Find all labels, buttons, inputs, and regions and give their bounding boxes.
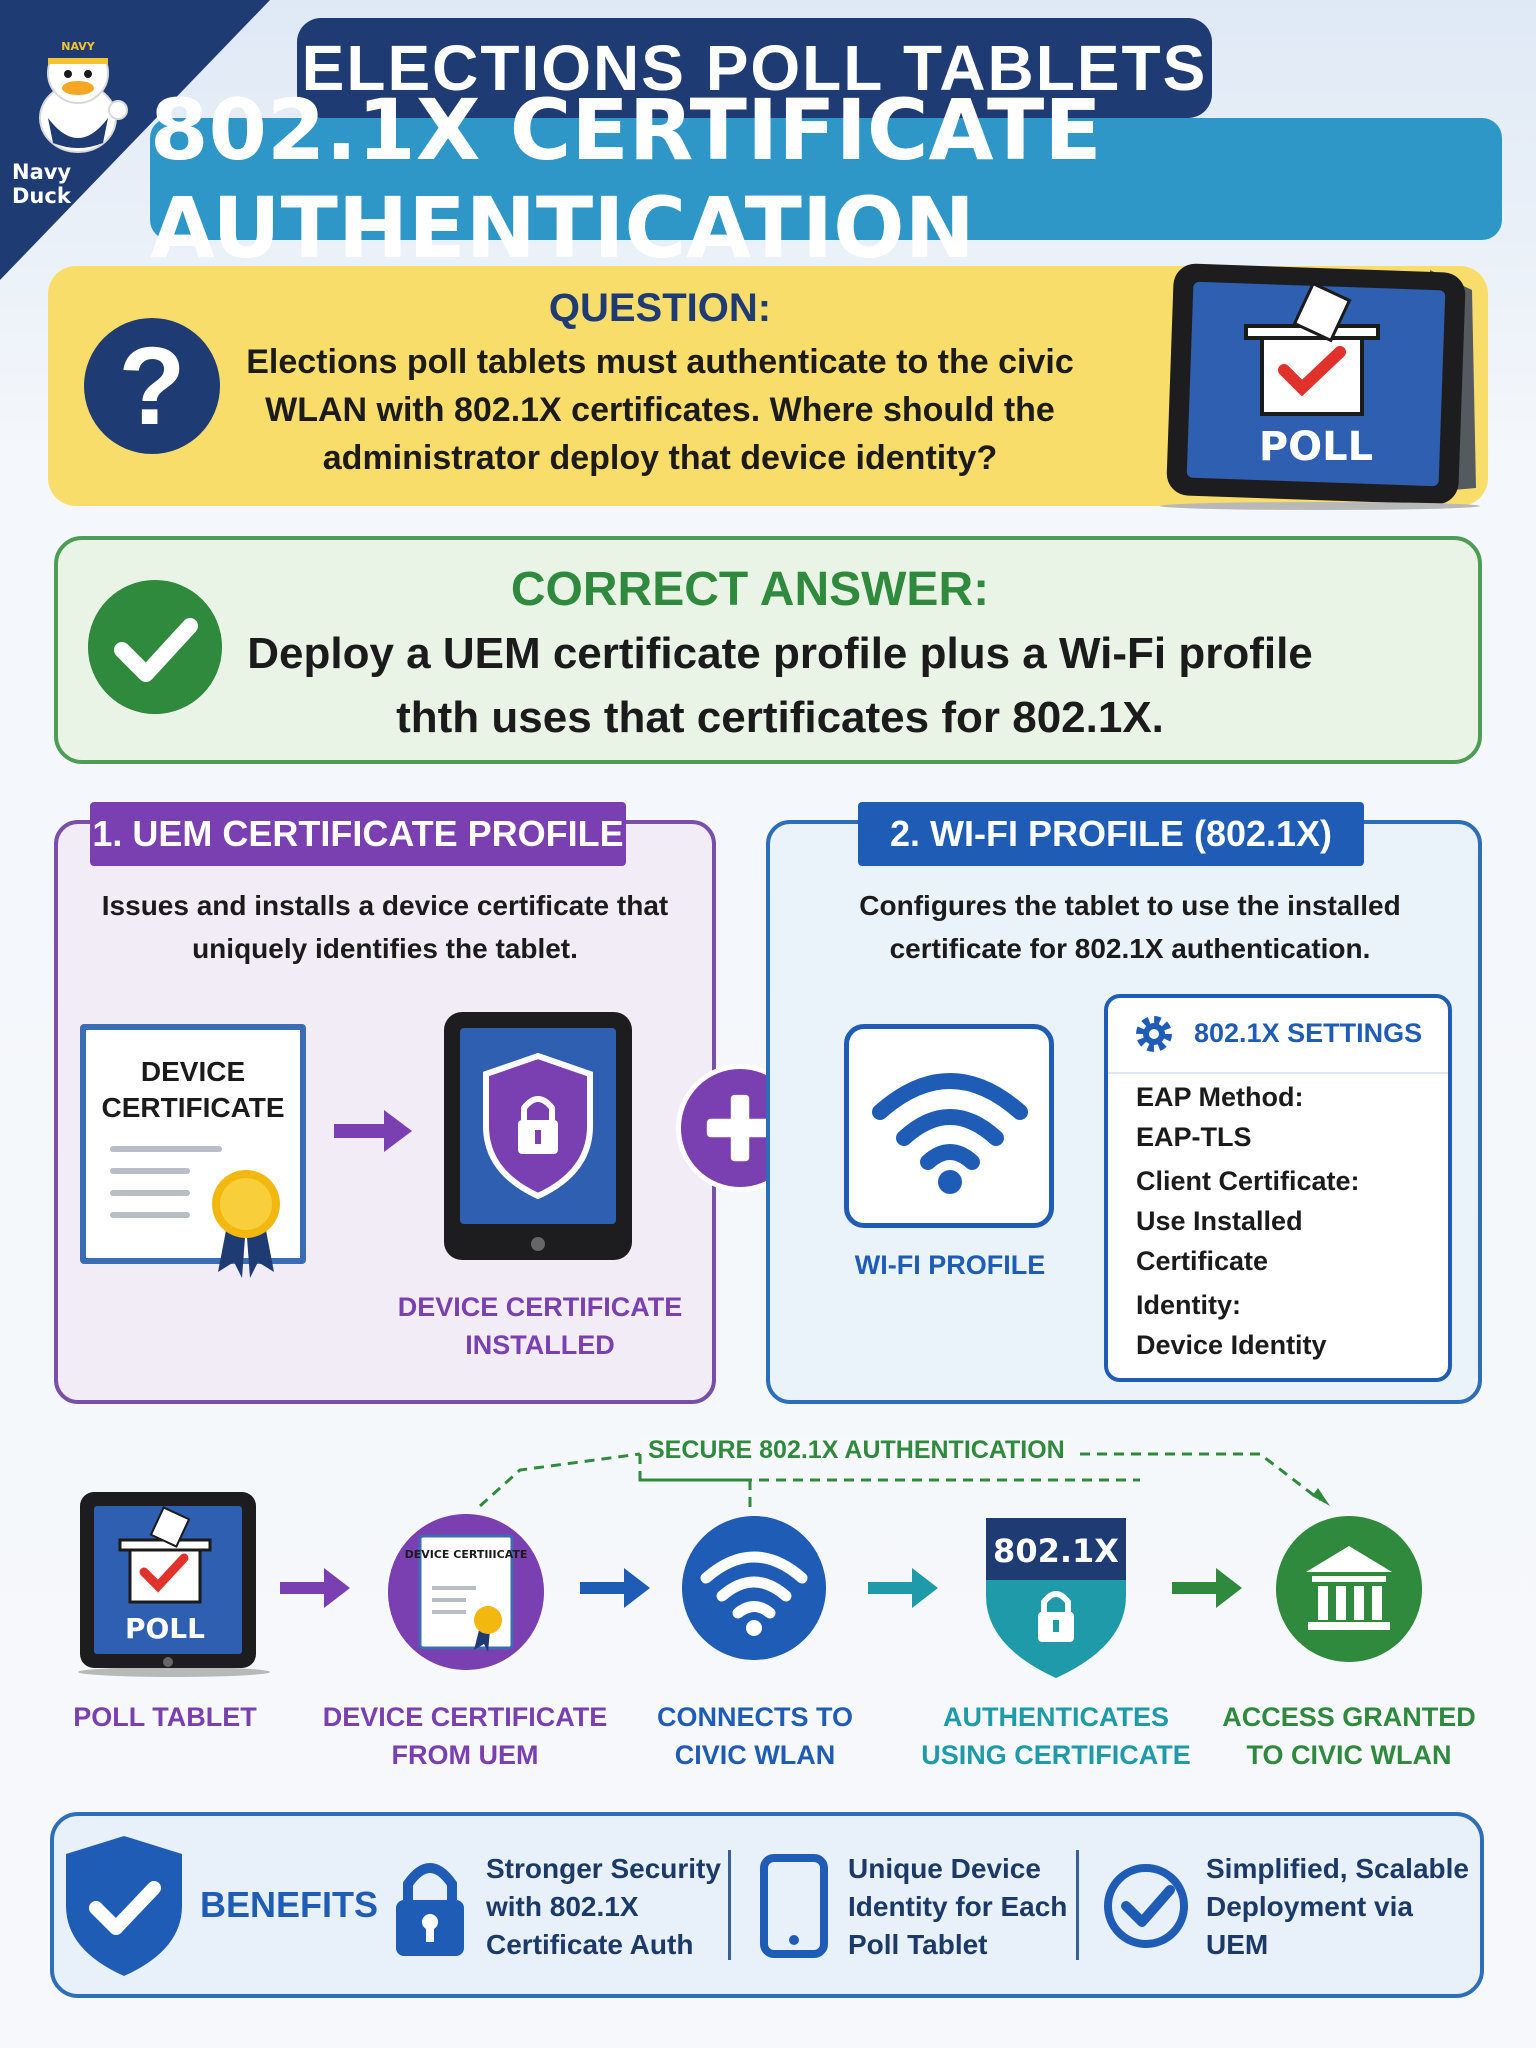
benefit-line2: with 802.1X: [486, 1891, 639, 1922]
identity-value: Device Identity: [1136, 1330, 1327, 1360]
shield-text: 802.1X: [993, 1532, 1119, 1570]
eap-method-label: EAP Method:: [1136, 1082, 1304, 1112]
gear-icon: [1136, 1016, 1172, 1052]
answer-label: CORRECT ANSWER:: [510, 563, 990, 616]
navy-duck-mascot-icon: NAVY: [39, 39, 128, 153]
flow-poll-tablet-icon: POLL: [78, 1492, 270, 1677]
step-line2: USING CERTIFICATE: [921, 1740, 1191, 1770]
title-line2: 802.1X CERTIFICATE AUTHENTICATION: [150, 81, 1502, 277]
step-line1: DEVICE CERTIFICATE: [322, 1702, 608, 1732]
step-line1: POLL TABLET: [73, 1702, 257, 1732]
flow-certificate-icon: DEVICE CERTIIICATE: [388, 1514, 544, 1670]
panel2-description: Configures the tablet to use the install…: [859, 890, 1401, 964]
arrow-right-icon: [280, 1568, 350, 1608]
installed-label-text: DEVICE CERTIFICATE INSTALLED: [397, 1292, 683, 1360]
arrow-right-icon: [580, 1568, 650, 1608]
flow-wifi-icon: [682, 1516, 826, 1660]
cert-line: [110, 1146, 222, 1152]
step-line2: TO CIVIC WLAN: [1246, 1740, 1452, 1770]
flow-step-label: POLL TABLET: [40, 1698, 290, 1736]
benefit-text: Stronger Security with 802.1X Certificat…: [486, 1850, 721, 1964]
answer-text: Deploy a UEM certificate profile plus a …: [247, 629, 1313, 742]
benefit-line3: UEM: [1206, 1929, 1269, 1960]
client-certificate-value-2: Certificate: [1136, 1246, 1269, 1276]
wifi-profile-label: WI-FI PROFILE: [854, 1250, 1046, 1280]
answer-box: [54, 536, 1482, 764]
flow-step-label: CONNECTS TO CIVIC WLAN: [620, 1698, 890, 1774]
benefit-line2: Identity for Each: [848, 1891, 1068, 1922]
benefit-line2: Deployment via: [1206, 1891, 1413, 1922]
step-line1: ACCESS GRANTED: [1222, 1702, 1476, 1732]
benefit-separator: [728, 1850, 731, 1960]
flow-step-label: AUTHENTICATES USING CERTIFICATE: [906, 1698, 1206, 1774]
secure-auth-label: SECURE 802.1X AUTHENTICATION: [642, 1436, 1071, 1465]
cert-line: [110, 1212, 190, 1218]
tablet-shield-lock-icon: [444, 1012, 632, 1260]
tablet-icon: [760, 1854, 828, 1958]
arrow-right-icon: [868, 1568, 938, 1608]
check-circle-icon: [1104, 1864, 1188, 1948]
title-line1: ELECTIONS POLL TABLETS: [297, 18, 1212, 118]
question-mark-icon: ?: [84, 318, 220, 454]
settings-divider: [1108, 1072, 1448, 1074]
checkmark-icon: [88, 580, 222, 714]
flow-802-1x-shield-icon: 802.1X: [986, 1518, 1126, 1678]
panel1-title: 1. UEM CERTIFICATE PROFILE: [90, 802, 626, 866]
wifi-profile-card: [844, 1024, 1054, 1228]
flow-tablet-text: POLL: [125, 1612, 205, 1645]
benefit-line3: Poll Tablet: [848, 1929, 988, 1960]
step-line2: FROM UEM: [391, 1740, 539, 1770]
panel1-description: Issues and installs a device certificate…: [101, 890, 669, 964]
device-certificate-installed-label: DEVICE CERTIFICATE INSTALLED: [380, 1288, 700, 1364]
question-text: Elections poll tablets must authenticate…: [246, 343, 1074, 477]
cert-line: [110, 1168, 190, 1174]
benefit-line1: Unique Device: [848, 1853, 1041, 1884]
wifi-icon: [872, 1073, 1028, 1194]
benefits-label: BENEFITS: [200, 1884, 379, 1925]
lock-icon: [396, 1863, 464, 1956]
benefit-text: Simplified, Scalable Deployment via UEM: [1206, 1850, 1469, 1964]
bank-building-icon: [1276, 1516, 1422, 1662]
arrow-right-icon: [334, 1110, 412, 1152]
eap-method-value: EAP-TLS: [1136, 1122, 1252, 1152]
benefit-separator: [1076, 1850, 1079, 1960]
cert-line: [110, 1190, 190, 1196]
client-certificate-label: Client Certificate:: [1136, 1166, 1360, 1196]
flow-cert-text: DEVICE CERTIIICATE: [405, 1548, 528, 1561]
settings-heading: 802.1X SETTINGS: [1194, 1018, 1423, 1048]
step-line1: CONNECTS TO: [656, 1702, 853, 1732]
benefit-line1: Stronger Security: [486, 1853, 721, 1884]
identity-label: Identity:: [1136, 1290, 1241, 1320]
logo-text-line2: Duck: [12, 184, 71, 208]
benefit-line1: Simplified, Scalable: [1206, 1853, 1469, 1884]
question-label: QUESTION:: [548, 286, 772, 330]
step-line2: CIVIC WLAN: [674, 1740, 836, 1770]
poll-tablet-icon: POLL: [1160, 263, 1480, 510]
cap-text: NAVY: [61, 40, 95, 53]
flow-step-label: DEVICE CERTIFICATE FROM UEM: [310, 1698, 620, 1774]
flow-step-label: ACCESS GRANTED TO CIVIC WLAN: [1214, 1698, 1484, 1774]
settings-card: [1104, 994, 1452, 1382]
logo-text-line1: Navy: [12, 160, 72, 184]
certificate-title: DEVICE CERTIFICATE: [101, 1056, 285, 1123]
secure-auth-dashed-lines: [478, 1452, 1330, 1510]
benefit-text: Unique Device Identity for Each Poll Tab…: [848, 1850, 1067, 1964]
logo-text: Navy Duck: [12, 160, 71, 208]
shield-check-icon: [66, 1836, 182, 1976]
client-certificate-value-1: Use Installed: [1136, 1206, 1303, 1236]
benefit-line3: Certificate Auth: [486, 1929, 694, 1960]
award-ribbon-icon: [212, 1170, 280, 1278]
step-line1: AUTHENTICATES: [943, 1702, 1169, 1732]
tablet-poll-text: POLL: [1259, 424, 1373, 470]
arrow-right-icon: [1172, 1568, 1242, 1608]
panel2-title: 2. WI-FI PROFILE (802.1X): [858, 802, 1364, 866]
